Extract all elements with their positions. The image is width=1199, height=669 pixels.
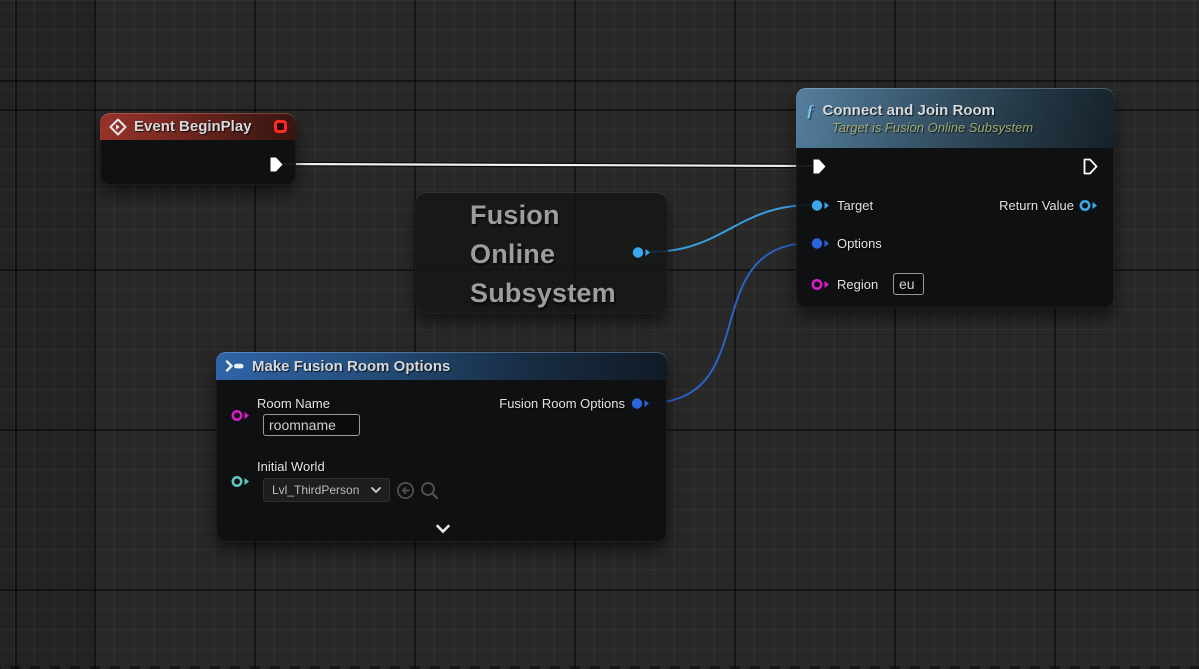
node-connect-and-join-room[interactable]: ƒ Connect and Join Room Target is Fusion… <box>796 88 1114 308</box>
node-title: Make Fusion Room Options <box>252 357 451 375</box>
make-struct-icon <box>225 360 244 372</box>
target-pin[interactable] <box>811 199 830 212</box>
options-label: Options <box>837 236 882 251</box>
initial-world-dropdown-value: Lvl_ThirdPerson <box>272 483 360 497</box>
node-subtitle: Target is Fusion Online Subsystem <box>832 119 1034 135</box>
event-icon <box>109 118 127 135</box>
exec-out-pin[interactable] <box>269 156 284 173</box>
compact-title-line2: Online <box>470 239 556 269</box>
browse-asset-icon[interactable] <box>420 481 439 500</box>
target-label: Target <box>837 198 874 213</box>
region-pin[interactable] <box>811 278 830 291</box>
chevron-down-icon <box>371 487 381 493</box>
expand-node-chevron-icon[interactable] <box>435 524 451 534</box>
use-selected-asset-icon[interactable] <box>396 481 415 500</box>
options-wire[interactable] <box>647 242 813 404</box>
return-value-pin[interactable] <box>1079 199 1098 212</box>
node-event-beginplay[interactable]: Event BeginPlay <box>100 113 296 185</box>
region-input[interactable] <box>893 273 924 295</box>
connect-node-header[interactable]: ƒ Connect and Join Room Target is Fusion… <box>796 88 1114 148</box>
compact-title-line1: Fusion <box>470 200 560 230</box>
initial-world-dropdown[interactable]: Lvl_ThirdPerson <box>263 478 390 502</box>
initial-world-label: Initial World <box>257 459 325 474</box>
exec-wire[interactable] <box>282 162 813 168</box>
exec-in-pin[interactable] <box>812 158 827 175</box>
room-name-label: Room Name <box>257 396 330 411</box>
make-node-header[interactable]: Make Fusion Room Options <box>216 352 667 380</box>
compact-title-line3: Subsystem <box>470 278 616 308</box>
initial-world-pin[interactable] <box>231 475 250 488</box>
event-beginplay-header[interactable]: Event BeginPlay <box>100 113 296 140</box>
fusion-room-options-label: Fusion Room Options <box>499 396 625 411</box>
region-label: Region <box>837 277 879 292</box>
room-name-pin[interactable] <box>231 409 250 422</box>
options-pin[interactable] <box>811 237 830 250</box>
function-icon: ƒ <box>806 100 815 120</box>
node-title: Event BeginPlay <box>134 118 252 135</box>
compact-node-title: Fusion Online Subsystem <box>415 192 668 313</box>
subsystem-return-pin[interactable] <box>632 246 651 259</box>
target-wire[interactable] <box>648 204 813 253</box>
event-latent-icon <box>274 120 287 133</box>
node-make-fusion-room-options[interactable]: Make Fusion Room Options Room Name Fusio… <box>216 352 667 542</box>
room-name-input[interactable] <box>263 414 360 436</box>
fusion-room-options-pin[interactable] <box>631 397 650 410</box>
return-value-label: Return Value <box>999 198 1074 213</box>
node-fusion-online-subsystem[interactable]: Fusion Online Subsystem <box>415 192 668 314</box>
node-title: Connect and Join Room <box>822 101 996 119</box>
exec-out-pin[interactable] <box>1083 158 1098 175</box>
